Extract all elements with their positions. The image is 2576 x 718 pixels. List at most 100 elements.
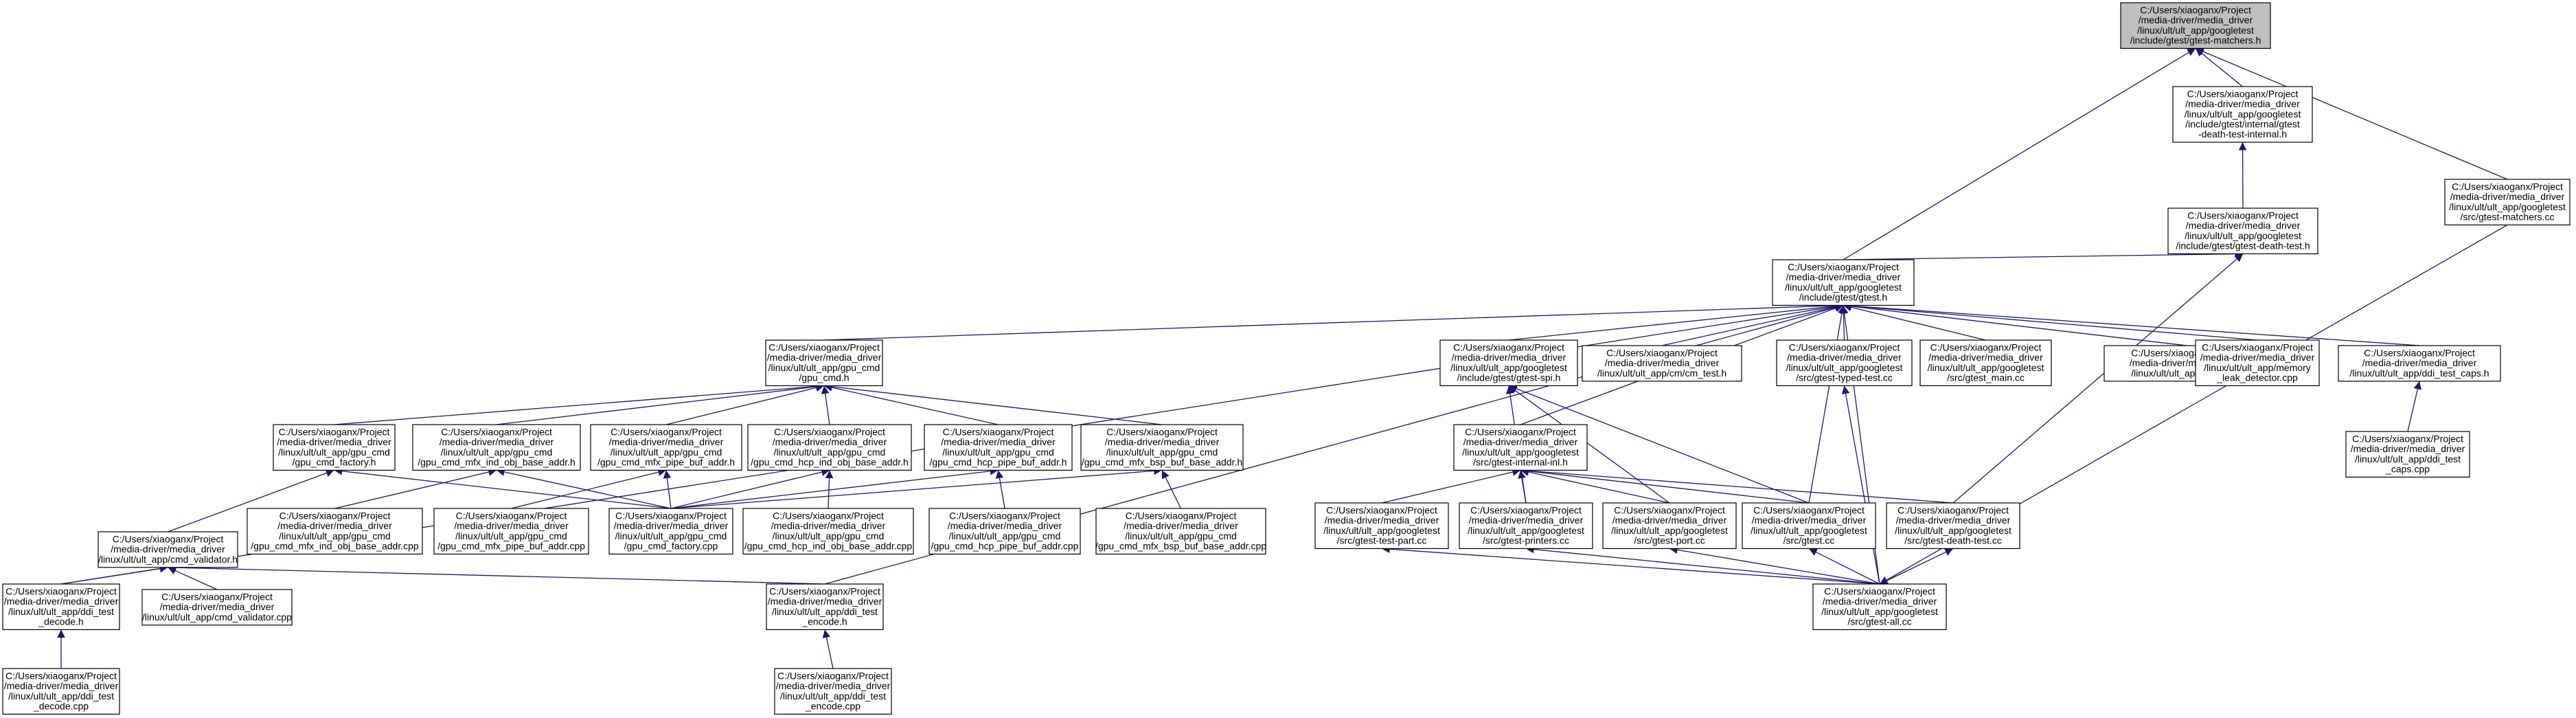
- edges-layer: [57, 47, 2508, 669]
- node-box: [1776, 339, 1913, 387]
- node-label-line: /src/gtest_main.cc: [1947, 372, 2025, 383]
- node-validator_h[interactable]: C:/Users/xiaoganx/Project/media-driver/m…: [98, 531, 238, 568]
- node-label-line: _decode.h: [38, 616, 83, 627]
- node-mfx_ind_cpp[interactable]: C:/Users/xiaoganx/Project/media-driver/m…: [247, 508, 423, 555]
- node-all_cc[interactable]: C:/Users/xiaoganx/Project/media-driver/m…: [1812, 583, 1947, 631]
- node-port[interactable]: C:/Users/xiaoganx/Project/media-driver/m…: [1602, 502, 1737, 550]
- node-label-line: /gpu_cmd_hcp_ind_obj_base_addr.h: [751, 456, 909, 467]
- node-mfx_pipe_cpp[interactable]: C:/Users/xiaoganx/Project/media-driver/m…: [433, 508, 589, 555]
- node-label-line: /media-driver/media_driver: [609, 436, 724, 447]
- node-factory_h[interactable]: C:/Users/xiaoganx/Project/media-driver/m…: [273, 424, 396, 471]
- node-gpu_cmd_h[interactable]: C:/Users/xiaoganx/Project/media-driver/m…: [765, 339, 883, 387]
- node-decode_h[interactable]: C:/Users/xiaoganx/Project/media-driver/m…: [2, 583, 120, 631]
- node-label-line: /linux/ult/ult_app/googletest: [2185, 230, 2301, 241]
- node-printers[interactable]: C:/Users/xiaoganx/Project/media-driver/m…: [1459, 502, 1593, 550]
- node-deathtest_cc[interactable]: C:/Users/xiaoganx/Project/media-driver/m…: [1886, 502, 2020, 550]
- edge-spi-to-gtest_h: [1508, 302, 1844, 341]
- node-hcp_ind_h[interactable]: C:/Users/xiaoganx/Project/media-driver/m…: [747, 424, 912, 471]
- node-caps_h[interactable]: C:/Users/xiaoganx/Project/media-driver/m…: [2338, 345, 2501, 382]
- node-cm_test[interactable]: C:/Users/xiaoganx/Project/media-driver/m…: [1582, 345, 1742, 382]
- edge-encode_h-to-validator_h: [168, 563, 825, 585]
- node-memleak[interactable]: C:/Users/xiaoganx/Project/media-driver/m…: [2195, 339, 2320, 387]
- node-label-line: C:/Users/xiaoganx/Project: [441, 427, 552, 438]
- node-label-line: -death-test-internal.h: [2198, 128, 2287, 139]
- node-bsp_cpp[interactable]: C:/Users/xiaoganx/Project/media-driver/m…: [1095, 508, 1266, 555]
- node-label-line: C:/Users/xiaoganx/Project: [769, 586, 880, 597]
- node-hcp_pipe_cpp[interactable]: C:/Users/xiaoganx/Project/media-driver/m…: [928, 508, 1081, 555]
- node-mfx_pipe_h[interactable]: C:/Users/xiaoganx/Project/media-driver/m…: [590, 424, 742, 471]
- node-label-line: /media-driver/media_driver: [941, 436, 1056, 447]
- node-label-line: /linux/ult/ult_app/memory: [2204, 362, 2311, 373]
- node-label-line: C:/Users/xiaoganx/Project: [113, 534, 224, 545]
- node-label-line: /src/gtest-port.cc: [1634, 535, 1705, 546]
- node-internal_inl[interactable]: C:/Users/xiaoganx/Project/media-driver/m…: [1453, 424, 1588, 471]
- node-label-line: /media-driver/media_driver: [1612, 515, 1727, 526]
- node-box: [1886, 502, 2020, 550]
- node-internal[interactable]: C:/Users/xiaoganx/Project/media-driver/m…: [2172, 86, 2313, 143]
- node-label-line: C:/Users/xiaoganx/Project: [949, 511, 1060, 521]
- node-label-line: /src/gtest-internal-inl.h: [1473, 456, 1568, 467]
- node-label-line: C:/Users/xiaoganx/Project: [456, 511, 567, 521]
- node-typed[interactable]: C:/Users/xiaoganx/Project/media-driver/m…: [1776, 339, 1913, 387]
- node-gtest_h[interactable]: C:/Users/xiaoganx/Project/media-driver/m…: [1772, 259, 1915, 306]
- node-hcp_ind_cpp[interactable]: C:/Users/xiaoganx/Project/media-driver/m…: [742, 508, 914, 555]
- edge-deathtest_cc-to-internal_inl: [1520, 467, 1954, 504]
- node-label-line: /src/gtest-typed-test.cc: [1796, 372, 1893, 383]
- node-caps_cpp[interactable]: C:/Users/xiaoganx/Project/media-driver/m…: [2345, 431, 2470, 478]
- node-factory_cpp[interactable]: C:/Users/xiaoganx/Project/media-driver/m…: [608, 508, 733, 555]
- node-label-line: /linux/ult/ult_app/googletest: [2449, 201, 2566, 212]
- node-mfx_ind_h[interactable]: C:/Users/xiaoganx/Project/media-driver/m…: [412, 424, 581, 471]
- node-label-line: C:/Users/xiaoganx/Project: [1788, 262, 1899, 273]
- node-box: [2120, 2, 2271, 49]
- edge-memleak-to-gtest_h: [1843, 302, 2258, 341]
- node-label-line: /linux/ult/ult_app/googletest: [1751, 525, 1867, 536]
- node-box: [1812, 583, 1947, 631]
- node-label-line: /include/gtest/gtest-matchers.h: [2130, 34, 2261, 45]
- node-label-line: /gpu_cmd_mfx_ind_obj_base_addr.h: [418, 456, 575, 467]
- node-root[interactable]: C:/Users/xiaoganx/Project/media-driver/m…: [2120, 2, 2271, 49]
- node-test_part[interactable]: C:/Users/xiaoganx/Project/media-driver/m…: [1314, 502, 1449, 550]
- node-matcherscc[interactable]: C:/Users/xiaoganx/Project/media-driver/m…: [2444, 179, 2571, 226]
- node-label-line: /media-driver/media_driver: [4, 680, 119, 691]
- edge-gtest_cc-to-spi: [1508, 385, 1810, 504]
- edge-cm_test-to-gtest_h: [1661, 303, 1844, 346]
- node-label-line: C:/Users/xiaoganx/Project: [1453, 342, 1564, 353]
- node-spi[interactable]: C:/Users/xiaoganx/Project/media-driver/m…: [1439, 339, 1578, 387]
- node-bsp_h[interactable]: C:/Users/xiaoganx/Project/media-driver/m…: [1080, 424, 1244, 471]
- edge-hcp_pipe_h-to-gpu_cmd_h: [823, 383, 999, 425]
- node-gtest_cc[interactable]: C:/Users/xiaoganx/Project/media-driver/m…: [1742, 502, 1876, 550]
- node-label-line: /media-driver/media_driver: [773, 436, 887, 447]
- node-box: [1453, 424, 1588, 471]
- node-label-line: /linux/ult/ult_app/gpu_cmd: [942, 447, 1054, 458]
- node-label-line: /media-driver/media_driver: [1469, 515, 1584, 526]
- node-label-line: /linux/ult/ult_app/googletest: [1928, 362, 2044, 373]
- node-label-line: /gpu_cmd_mfx_bsp_buf_base_addr.cpp: [1095, 540, 1266, 551]
- node-label-line: /media-driver/media_driver: [1787, 352, 1902, 363]
- node-label-line: /linux/ult/ult_app/cmd_validator.h: [98, 554, 238, 565]
- node-label-line: /media-driver/media_driver: [1752, 515, 1867, 526]
- node-box: [141, 589, 293, 626]
- node-label-line: /linux/ult/ult_app/ddi_test_caps.h: [2349, 368, 2489, 379]
- edge-factory_cpp-to-mfx_ind_h: [496, 468, 672, 509]
- node-encode_h[interactable]: C:/Users/xiaoganx/Project/media-driver/m…: [766, 583, 884, 631]
- node-label-line: C:/Users/xiaoganx/Project: [2352, 434, 2463, 445]
- node-label-line: C:/Users/xiaoganx/Project: [1465, 427, 1576, 438]
- node-label-line: _leak_detector.cpp: [2216, 372, 2298, 383]
- node-label-line: C:/Users/xiaoganx/Project: [2364, 348, 2475, 359]
- edge-caps_h-to-gtest_h: [1843, 302, 2420, 346]
- edge-port-to-spi: [1508, 385, 1670, 504]
- node-validator_cpp[interactable]: C:/Users/xiaoganx/Project/media-driver/m…: [141, 589, 293, 626]
- node-label-line: /src/gtest-printers.cc: [1483, 535, 1569, 546]
- node-gtest_main[interactable]: C:/Users/xiaoganx/Project/media-driver/m…: [1919, 339, 2052, 387]
- node-box: [590, 424, 742, 471]
- node-hcp_pipe_h[interactable]: C:/Users/xiaoganx/Project/media-driver/m…: [924, 424, 1073, 471]
- node-encode_cpp[interactable]: C:/Users/xiaoganx/Project/media-driver/m…: [774, 668, 892, 715]
- node-label-line: C:/Users/xiaoganx/Project: [1106, 427, 1218, 438]
- node-box: [1602, 502, 1737, 550]
- node-deathtest_h[interactable]: C:/Users/xiaoganx/Project/media-driver/m…: [2167, 207, 2318, 255]
- node-decode_cpp[interactable]: C:/Users/xiaoganx/Project/media-driver/m…: [2, 668, 120, 715]
- node-label-line: /gpu_cmd_hcp_pipe_buf_addr.cpp: [931, 540, 1079, 551]
- node-label-line: /media-driver/media_driver: [1463, 436, 1578, 447]
- edge-decode_h-to-validator_h: [60, 564, 168, 585]
